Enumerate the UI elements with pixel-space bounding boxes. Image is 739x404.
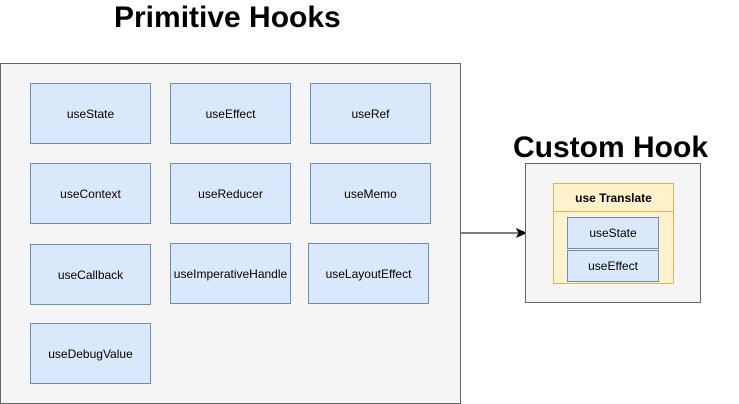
arrow-head: [515, 227, 528, 239]
hook-box-useref: useRef: [310, 83, 431, 144]
hook-box-usereducer: useReducer: [170, 163, 291, 224]
custom-hook-box-usestate: useState: [567, 217, 659, 249]
hook-box-usecallback: useCallback: [30, 244, 151, 305]
hook-box-usememo: useMemo: [310, 163, 431, 224]
custom-hook-title: Custom Hook: [513, 131, 708, 164]
use-translate-label: use Translate: [554, 184, 673, 212]
hook-box-useimperativehandle: useImperativeHandle: [170, 243, 291, 304]
hook-box-useeffect: useEffect: [170, 83, 291, 144]
hook-box-uselayouteffect: useLayoutEffect: [308, 243, 429, 304]
hook-box-usedebugvalue: useDebugValue: [30, 323, 151, 384]
custom-hook-box-useeffect: useEffect: [567, 250, 659, 282]
primitive-hooks-title: Primitive Hooks: [114, 1, 341, 34]
hook-box-usecontext: useContext: [30, 163, 151, 224]
hook-box-usestate: useState: [30, 83, 151, 144]
